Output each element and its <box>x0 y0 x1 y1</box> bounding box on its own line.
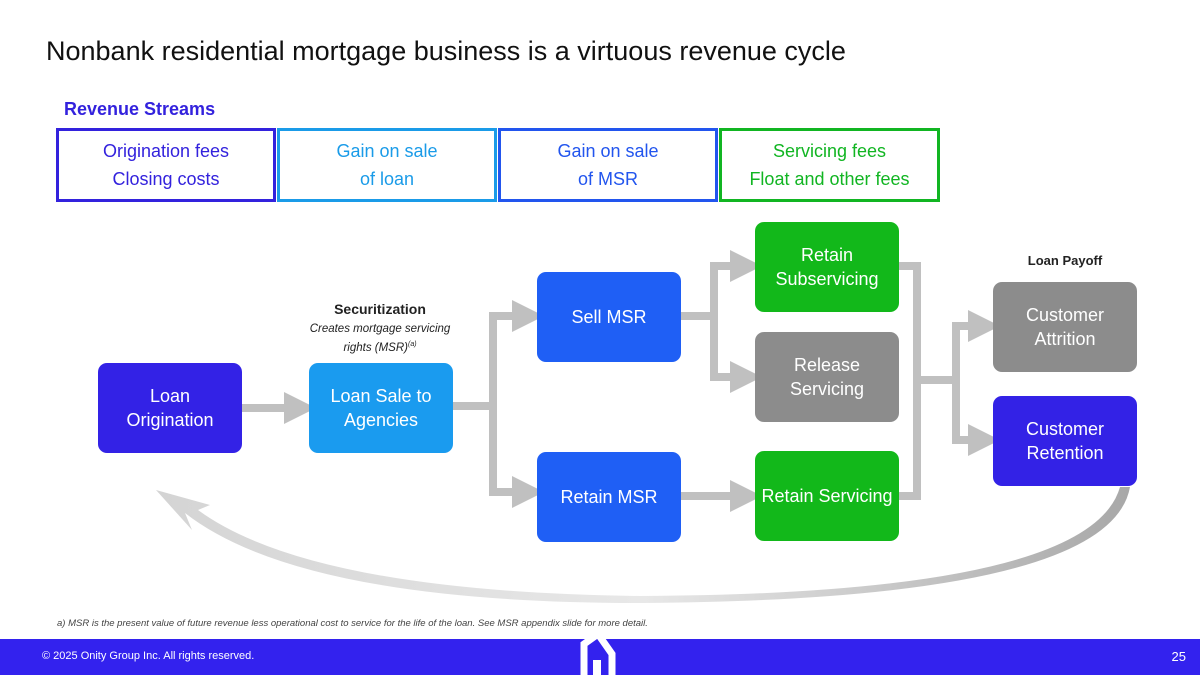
stream-line: Gain on sale <box>336 141 438 161</box>
connector <box>710 262 748 381</box>
securitization-text: Creates mortgage servicing rights (MSR) <box>309 323 451 354</box>
securitization-title: Securitization <box>334 301 426 317</box>
securitization-note: Creates mortgage servicing rights (MSR)(… <box>300 322 460 356</box>
connector <box>898 262 921 500</box>
page-title: Nonbank residential mortgage business is… <box>46 36 846 66</box>
revenue-streams-label: Revenue Streams <box>64 99 216 119</box>
connector <box>489 312 528 496</box>
stream-line: Servicing fees <box>772 141 887 161</box>
page-number: 25 <box>1171 649 1186 664</box>
node-sell-msr: Sell MSR <box>537 272 681 362</box>
node-retain-subservicing: Retain Subservicing <box>755 222 899 312</box>
stream-line: Origination fees <box>102 141 230 161</box>
copyright: © 2025 Onity Group Inc. All rights reser… <box>42 650 255 662</box>
node-retain-msr: Retain MSR <box>537 452 681 542</box>
stream-line: of loan <box>359 169 415 189</box>
footnote-ref: (a) <box>407 341 417 348</box>
loan-payoff-label: Loan Payoff <box>1027 253 1103 268</box>
node-loan-origination: Loan Origination <box>98 363 242 453</box>
stream-line: Closing costs <box>112 169 220 189</box>
node-customer-attrition: Customer Attrition <box>993 282 1137 372</box>
node-loan-sale: Loan Sale to Agencies <box>309 363 453 453</box>
stream-line: Gain on sale <box>557 141 659 161</box>
footnote: a) MSR is the present value of future re… <box>57 618 648 629</box>
node-release-servicing: Release Servicing <box>755 332 899 422</box>
node-retain-servicing: Retain Servicing <box>755 451 899 541</box>
stream-line: of MSR <box>577 169 638 189</box>
company-logo-icon <box>580 632 616 675</box>
node-customer-retention: Customer Retention <box>993 396 1137 486</box>
stream-line: Float and other fees <box>749 169 910 189</box>
revenue-stream-gain-loan: Gain on sale of loan <box>277 128 497 202</box>
revenue-stream-gain-msr: Gain on sale of MSR <box>498 128 718 202</box>
connector <box>952 322 985 444</box>
